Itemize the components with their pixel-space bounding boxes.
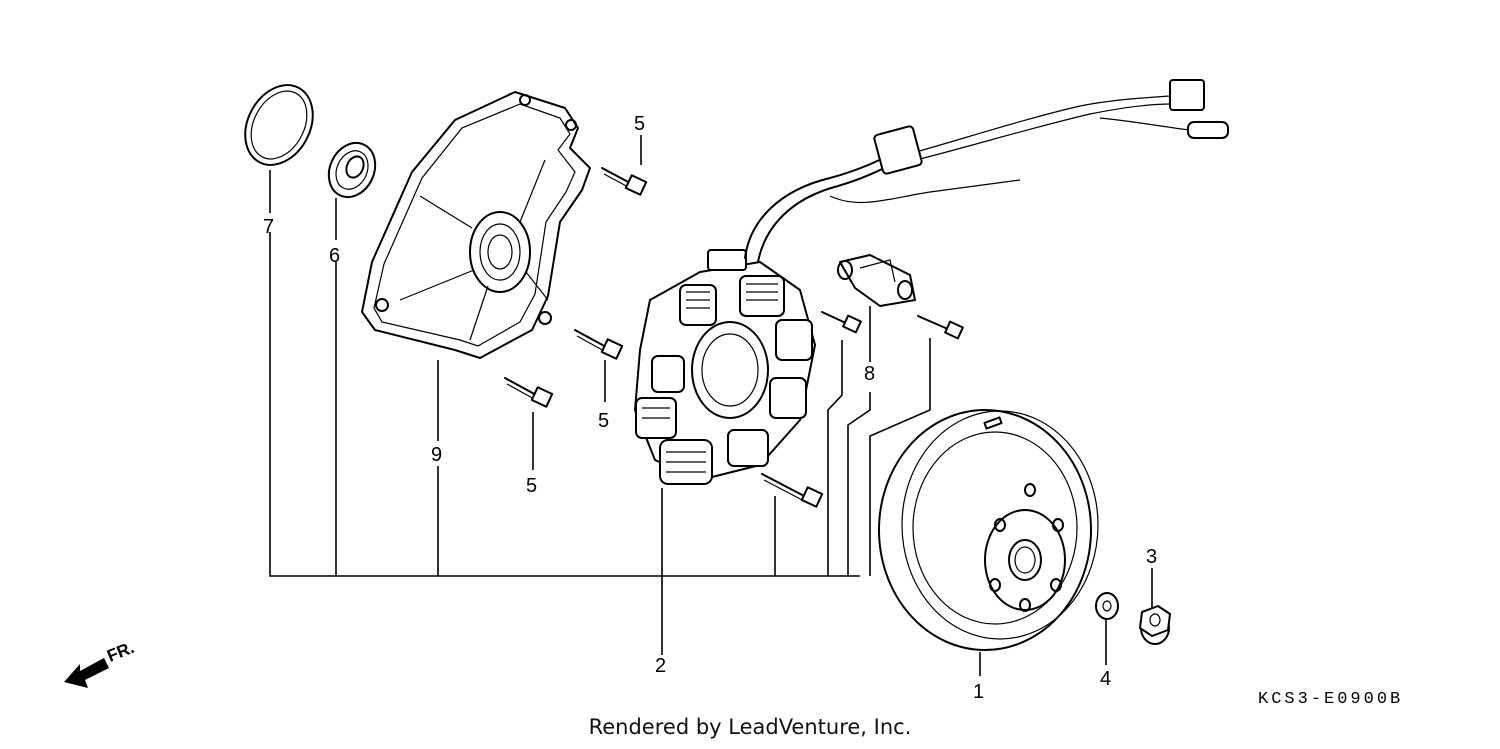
- callout-5-lower: 5: [526, 475, 537, 497]
- callout-6: 6: [329, 245, 340, 267]
- bolt-5-top[interactable]: [601, 167, 648, 196]
- bolt-5-lower[interactable]: [504, 377, 554, 408]
- flywheel-part[interactable]: [878, 409, 1099, 651]
- pulser-part[interactable]: [837, 254, 916, 307]
- callout-8: 8: [864, 363, 875, 385]
- callout-1: 1: [973, 681, 984, 703]
- callout-3: 3: [1146, 546, 1157, 568]
- stator-bolt-lower[interactable]: [761, 473, 824, 508]
- stator-coils: [635, 275, 813, 485]
- front-direction-label: FR.: [104, 638, 137, 666]
- callout-4: 4: [1100, 668, 1111, 690]
- bolt-5-middle[interactable]: [574, 329, 624, 360]
- o-ring-part[interactable]: [232, 73, 326, 176]
- callout-labels: 1 2 3 4 5 5 5 6 7 8 9: [263, 113, 1157, 703]
- front-direction-arrow-icon: [64, 658, 109, 688]
- pulser-bolt-right[interactable]: [917, 315, 964, 340]
- render-credit: Rendered by LeadVenture, Inc.: [588, 715, 912, 739]
- pulser-bolt-left[interactable]: [821, 311, 862, 334]
- flange-nut-part[interactable]: [1139, 605, 1171, 645]
- callout-7: 7: [263, 216, 274, 238]
- front-direction-indicator: FR.: [64, 638, 137, 688]
- washer-part[interactable]: [1095, 592, 1119, 620]
- wire-harness: [744, 79, 1229, 263]
- leader-lines: [269, 135, 1153, 676]
- callout-2: 2: [655, 655, 666, 677]
- diagram-code: KCS3-E0900B: [1258, 690, 1404, 709]
- callout-5-middle: 5: [598, 410, 609, 432]
- oil-seal-part[interactable]: [320, 135, 384, 204]
- stator-part[interactable]: [634, 249, 816, 485]
- callout-9: 9: [431, 444, 442, 466]
- callout-5-top: 5: [634, 113, 645, 135]
- stator-base-part[interactable]: [361, 91, 591, 359]
